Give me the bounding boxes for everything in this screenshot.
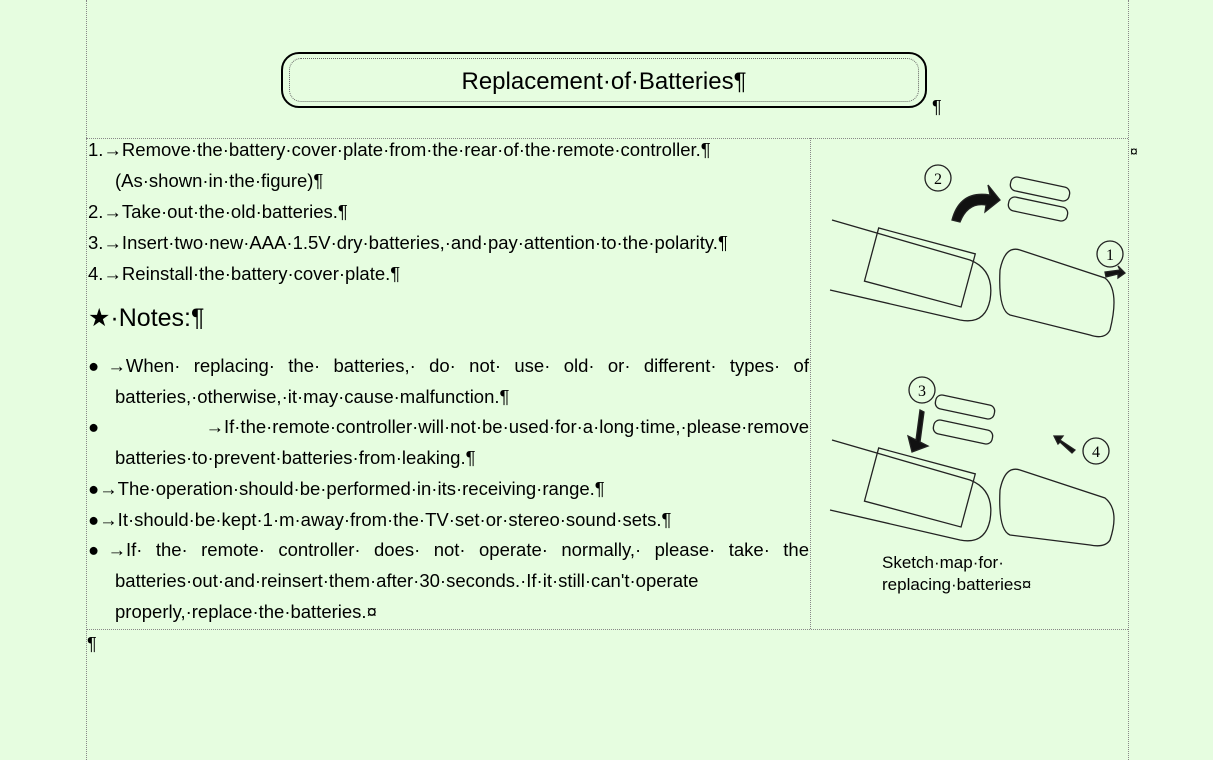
note-line: batteries·to·prevent·batteries·from·leak… xyxy=(115,447,476,468)
page-margin-right xyxy=(1128,0,1129,760)
battery-replacement-illustration: 1 2 3 4 xyxy=(829,164,1127,547)
note-line: ●→If· the· remote· controller· does· not… xyxy=(88,539,809,560)
table-bottom-border xyxy=(86,629,1128,630)
page-margin-left xyxy=(86,0,87,760)
step-2: 2.→Take·out·the·old·batteries.¶ xyxy=(88,201,348,222)
upper-remote-sketch xyxy=(829,164,1127,338)
step-label-4: 4 xyxy=(1092,444,1100,461)
trailing-paragraph-mark: ¶ xyxy=(87,634,97,654)
step-label-3: 3 xyxy=(918,383,926,400)
figure-caption-line-2: replacing·batteries¤ xyxy=(882,575,1032,594)
note-line: properly,·replace·the·batteries.¤ xyxy=(115,601,377,622)
row-end-mark: ¤ xyxy=(1130,143,1138,159)
figure-caption-line-1: Sketch·map·for· xyxy=(882,553,1004,572)
page-title: Replacement·of·Batteries¶ xyxy=(461,68,747,95)
note-line: batteries,·otherwise,·it·may·cause·malfu… xyxy=(115,386,510,407)
paragraph-mark: ¶ xyxy=(932,97,942,117)
notes-heading: ★·Notes:¶ xyxy=(88,304,205,332)
title-box: Replacement·of·Batteries¶ xyxy=(281,52,927,108)
step-1-note: (As·shown·in·the·figure)¶ xyxy=(115,170,324,191)
note-line: ●→The·operation·should·be·performed·in·i… xyxy=(88,478,605,499)
step-3: 3.→Insert·two·new·AAA·1.5V·dry·batteries… xyxy=(88,232,728,253)
note-line: ●→When· replacing· the· batteries,· do· … xyxy=(88,355,809,376)
step-label-1: 1 xyxy=(1106,247,1114,264)
note-line: ●→It·should·be·kept·1·m·away·from·the·TV… xyxy=(88,509,672,530)
note-line: ●→If·the·remote·controller·will·not·be·u… xyxy=(88,416,809,437)
step-4: 4.→Reinstall·the·battery·cover·plate.¶ xyxy=(88,263,401,284)
step-label-2: 2 xyxy=(934,171,942,188)
lower-remote-sketch xyxy=(829,376,1115,547)
table-column-divider xyxy=(810,138,811,629)
note-line: batteries·out·and·reinsert·them·after·30… xyxy=(115,570,699,591)
table-top-border xyxy=(86,138,1128,139)
step-1: 1.→Remove·the·battery·cover·plate·from·t… xyxy=(88,139,711,160)
